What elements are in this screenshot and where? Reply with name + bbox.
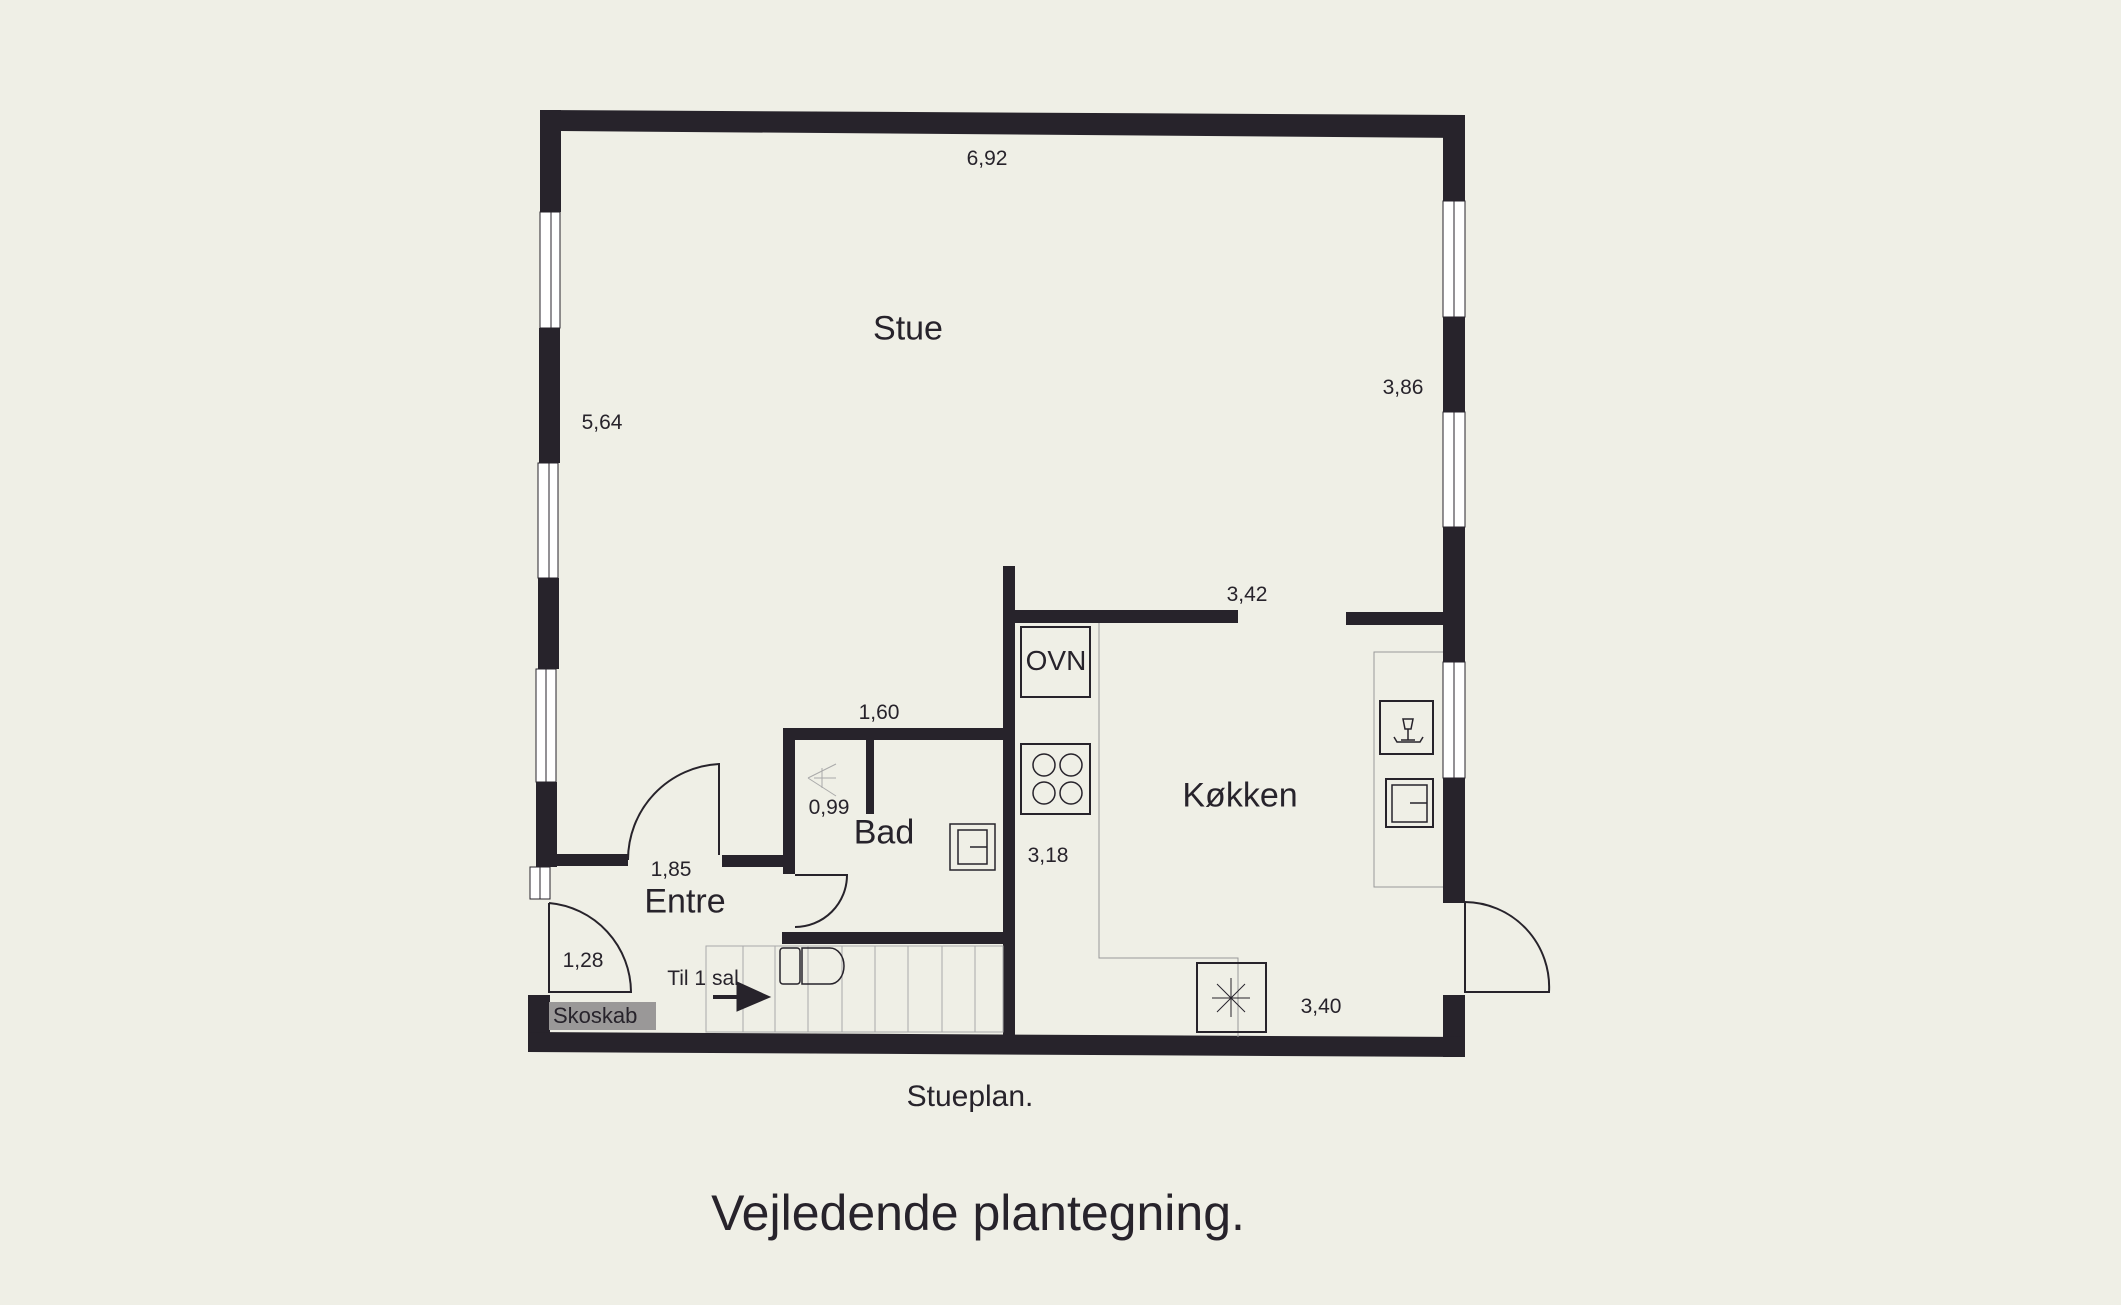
top-wall xyxy=(540,110,1465,138)
entre-wall-right xyxy=(722,855,783,867)
outer-walls xyxy=(528,110,1465,1057)
kitchen-left-wall xyxy=(1003,566,1015,1036)
kitchen-top-wall-left xyxy=(1015,610,1238,623)
oven-label: OVN xyxy=(1025,645,1087,676)
entry-door-swing xyxy=(548,902,633,993)
room-label-entre: Entre xyxy=(644,882,726,921)
bad-partition xyxy=(866,740,874,814)
bad-bottom-wall xyxy=(782,932,1003,944)
shoe-cabinet-label: Skoskab xyxy=(549,1002,656,1030)
toilet-icon xyxy=(779,947,845,985)
left-wall-mid2 xyxy=(538,578,559,669)
dimension-top-width: 6,92 xyxy=(966,147,1008,170)
left-wall-mid3 xyxy=(536,782,557,867)
dimension-bad-top: 1,60 xyxy=(858,701,900,724)
kitchen-top-wall-right xyxy=(1346,612,1443,625)
fridge-fan-icon xyxy=(1196,962,1267,1033)
bad-sink-icon xyxy=(949,823,996,871)
bad-door-swing xyxy=(794,874,849,928)
dimension-right-upper: 3,86 xyxy=(1382,376,1424,399)
dimension-bad-side: 0,99 xyxy=(808,796,850,819)
room-label-stue: Stue xyxy=(873,309,943,348)
dimension-entre-top: 1,85 xyxy=(650,858,692,881)
entre-wall-left xyxy=(550,854,628,866)
room-label-kokken: Køkken xyxy=(1182,776,1298,815)
dimension-kitchen-top: 3,42 xyxy=(1226,583,1268,606)
stue-door-swing xyxy=(626,762,720,861)
stove-icon xyxy=(1020,743,1091,815)
kitchen-sink-icon xyxy=(1385,778,1434,828)
disclaimer-caption: Vejledende plantegning. xyxy=(711,1185,1245,1241)
dimension-left-height: 5,64 xyxy=(581,411,623,434)
interior-walls xyxy=(550,566,1443,1036)
doors xyxy=(548,762,1551,993)
right-wall-mid xyxy=(1443,317,1465,412)
dimension-kitchen-left: 3,18 xyxy=(1027,844,1069,867)
stair-label: Til 1 sal xyxy=(667,967,739,990)
oven-icon xyxy=(1020,626,1091,698)
dimension-kitchen-bottom: 3,40 xyxy=(1300,995,1342,1018)
stair-arrow-icon xyxy=(713,981,772,1012)
bottom-wall xyxy=(528,1032,1465,1057)
windows xyxy=(529,200,1466,900)
dimension-entre-door: 1,28 xyxy=(562,949,604,972)
bad-top-wall xyxy=(783,728,1003,740)
left-wall-top xyxy=(540,110,561,212)
right-wall-lower xyxy=(1443,527,1465,662)
window-left-2 xyxy=(537,462,559,579)
dishwasher-icon xyxy=(1379,700,1434,755)
room-label-bad: Bad xyxy=(853,813,915,852)
bad-left-wall xyxy=(783,728,795,874)
floor-name-caption: Stueplan. xyxy=(906,1080,1034,1113)
left-wall-mid1 xyxy=(539,328,560,463)
right-wall-kitchen xyxy=(1443,778,1465,903)
right-wall-top xyxy=(1443,115,1465,201)
kitchen-door-swing xyxy=(1464,901,1551,993)
window-left-1 xyxy=(539,211,561,329)
stairs xyxy=(705,945,1004,1033)
shower-icon xyxy=(807,763,837,797)
kitchen-counter xyxy=(1098,623,1443,1037)
